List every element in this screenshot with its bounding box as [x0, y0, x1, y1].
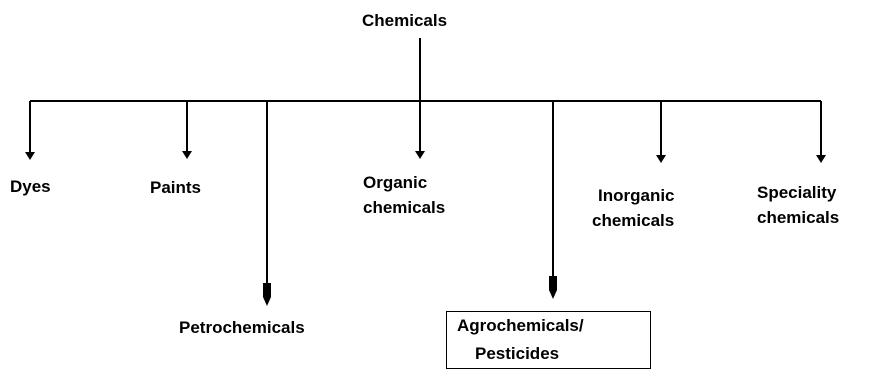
node-inorganic-line2: chemicals: [592, 211, 675, 230]
arrowhead-agrochemicals: [549, 290, 557, 299]
arrowhead-petrochemicals: [263, 297, 271, 306]
node-agrochemicals-box: Agrochemicals/ Pesticides: [446, 311, 651, 369]
node-dyes: Dyes: [10, 177, 51, 196]
node-speciality-line2: chemicals: [757, 208, 840, 227]
node-organic-line2: chemicals: [363, 198, 446, 217]
arrowhead-speciality: [816, 155, 826, 163]
node-organic: Organic chemicals: [363, 172, 445, 218]
node-agrochemicals-line1: Agrochemicals/: [457, 316, 584, 335]
node-paints: Paints: [150, 178, 202, 197]
node-petrochemicals: Petrochemicals: [179, 318, 305, 337]
arrowhead-paints: [182, 151, 192, 159]
node-inorganic: Inorganic chemicals: [592, 185, 680, 231]
arrowhead-inorganic: [656, 155, 666, 163]
arrowhead-organic: [415, 151, 425, 159]
node-organic-line1: Organic: [363, 173, 428, 192]
block-arrow-agrochemicals: [549, 276, 557, 290]
arrowhead-dyes: [25, 152, 35, 160]
node-speciality-line1: Speciality: [757, 183, 837, 202]
block-arrow-petrochemicals: [263, 283, 271, 297]
node-agrochemicals-line2: Pesticides: [475, 344, 560, 363]
node-speciality: Speciality chemicals: [757, 182, 839, 228]
node-inorganic-line1: Inorganic: [598, 186, 675, 205]
node-chemicals: Chemicals: [362, 11, 448, 30]
